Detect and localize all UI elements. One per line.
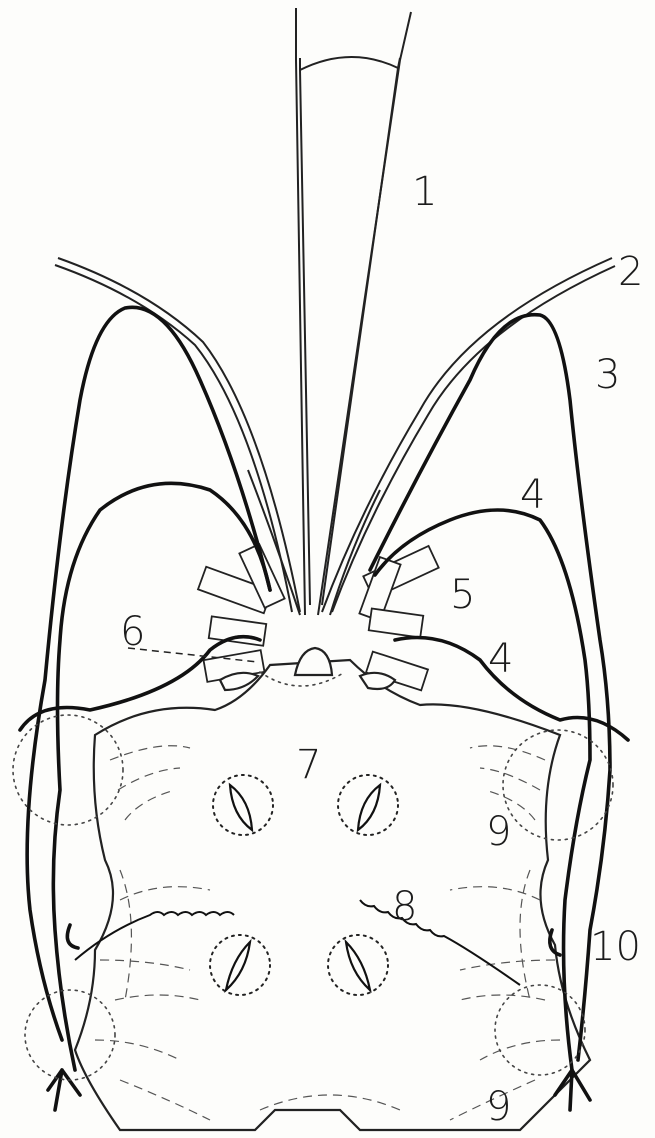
label-10: 10 [590, 924, 641, 970]
label-4-upper: 4 [520, 472, 545, 518]
label-1: 1 [412, 169, 437, 215]
label-6: 6 [120, 609, 145, 655]
label-7: 7 [296, 742, 321, 788]
label-9-upper: 9 [486, 809, 511, 855]
label-8: 8 [392, 884, 417, 930]
label-2: 2 [618, 249, 643, 295]
label-9-lower: 9 [486, 1084, 511, 1130]
label-3: 3 [595, 352, 620, 398]
label-5: 5 [450, 572, 475, 618]
right-nerve-bundle [322, 258, 615, 612]
label-4-lower: 4 [488, 636, 513, 682]
central-plate [75, 660, 590, 1130]
tube-stubs [198, 544, 439, 690]
